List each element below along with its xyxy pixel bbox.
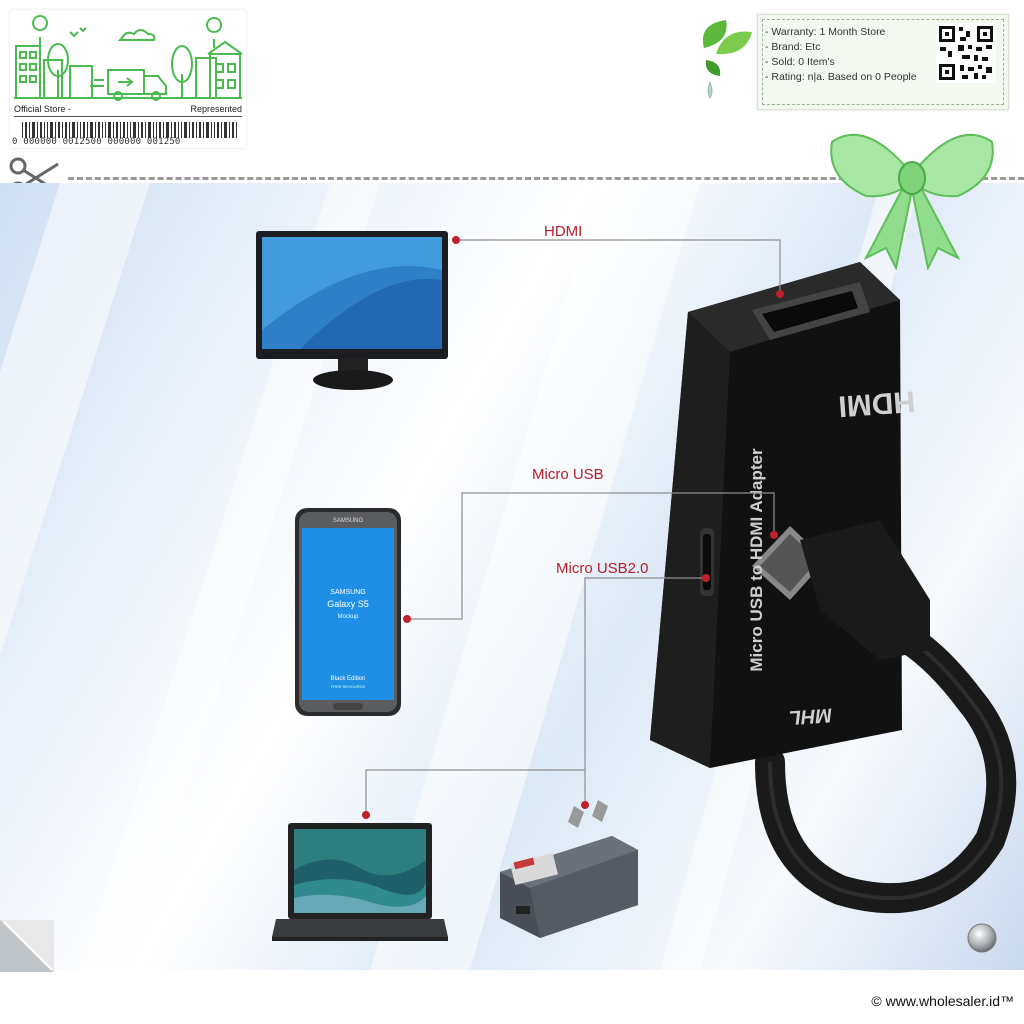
- adapter-side-text: Micro USB to HDMI Adapter: [747, 448, 766, 672]
- barcode: [22, 122, 237, 138]
- leaf-drop-icon: [702, 20, 752, 99]
- mhl-adapter: HDMI Micro USB to HDMI Adapter MHL: [650, 262, 1017, 914]
- warranty-line: - Warranty: 1 Month Store: [765, 26, 886, 38]
- product-photo: SAMSUNG SAMSUNG Galaxy S5 Mockup Black E…: [0, 183, 1024, 970]
- phone-brand-text: SAMSUNG: [333, 518, 364, 524]
- rating-line: - Rating: n|a. Based on 0 People: [765, 71, 917, 83]
- barcode-number: 0 000000 0012500 000000 001250: [12, 137, 181, 147]
- city-delivery-illustration: [14, 15, 243, 101]
- official-store-badge: Official Store - Represented 0 0: [10, 10, 246, 148]
- product-info-card: - Warranty: 1 Month Store - Brand: Etc -…: [757, 14, 1009, 110]
- micro-usb-label: Micro USB: [532, 466, 604, 483]
- badge-divider: [14, 116, 242, 117]
- product-info-list: - Warranty: 1 Month Store - Brand: Etc -…: [765, 25, 917, 85]
- phone-edition-sub: FREE RESOURCE: [331, 684, 366, 689]
- cut-line-divider: [68, 177, 1024, 180]
- badge-text-row: Official Store - Represented: [14, 104, 242, 114]
- brand-line: - Brand: Etc: [765, 41, 821, 53]
- adapter-mhl-logo: MHL: [788, 704, 833, 729]
- hdmi-label: HDMI: [544, 223, 582, 240]
- ribbon-bow-icon: [830, 133, 994, 270]
- adapter-hdmi-text: HDMI: [837, 384, 916, 422]
- micro-usb2-label: Micro USB2.0: [556, 560, 649, 577]
- sold-line: - Sold: 0 Item's: [765, 56, 835, 68]
- product-diagram: SAMSUNG SAMSUNG Galaxy S5 Mockup Black E…: [0, 183, 1017, 970]
- charger-illustration: [500, 800, 638, 938]
- phone-mockup-text: Mockup: [337, 614, 359, 620]
- phone-model-text: Galaxy S5: [327, 599, 369, 609]
- laptop-illustration: [272, 823, 448, 941]
- monitor-illustration: [256, 231, 448, 390]
- page-curl-icon: [0, 920, 54, 972]
- connector-lines: [365, 239, 781, 815]
- info-card-dashed-border: [762, 19, 1004, 105]
- copyright-text: © www.wholesaler.id™: [871, 993, 1014, 1009]
- phone-edition-text: Black Edition: [331, 676, 366, 682]
- metal-button-icon: [967, 923, 997, 953]
- official-store-label: Official Store -: [14, 104, 71, 114]
- connector-dots: [362, 236, 784, 819]
- qr-code-icon: [936, 23, 996, 83]
- phone-screen-brand: SAMSUNG: [330, 589, 365, 596]
- represented-label: Represented: [190, 104, 242, 114]
- phone-illustration: SAMSUNG SAMSUNG Galaxy S5 Mockup Black E…: [295, 508, 401, 716]
